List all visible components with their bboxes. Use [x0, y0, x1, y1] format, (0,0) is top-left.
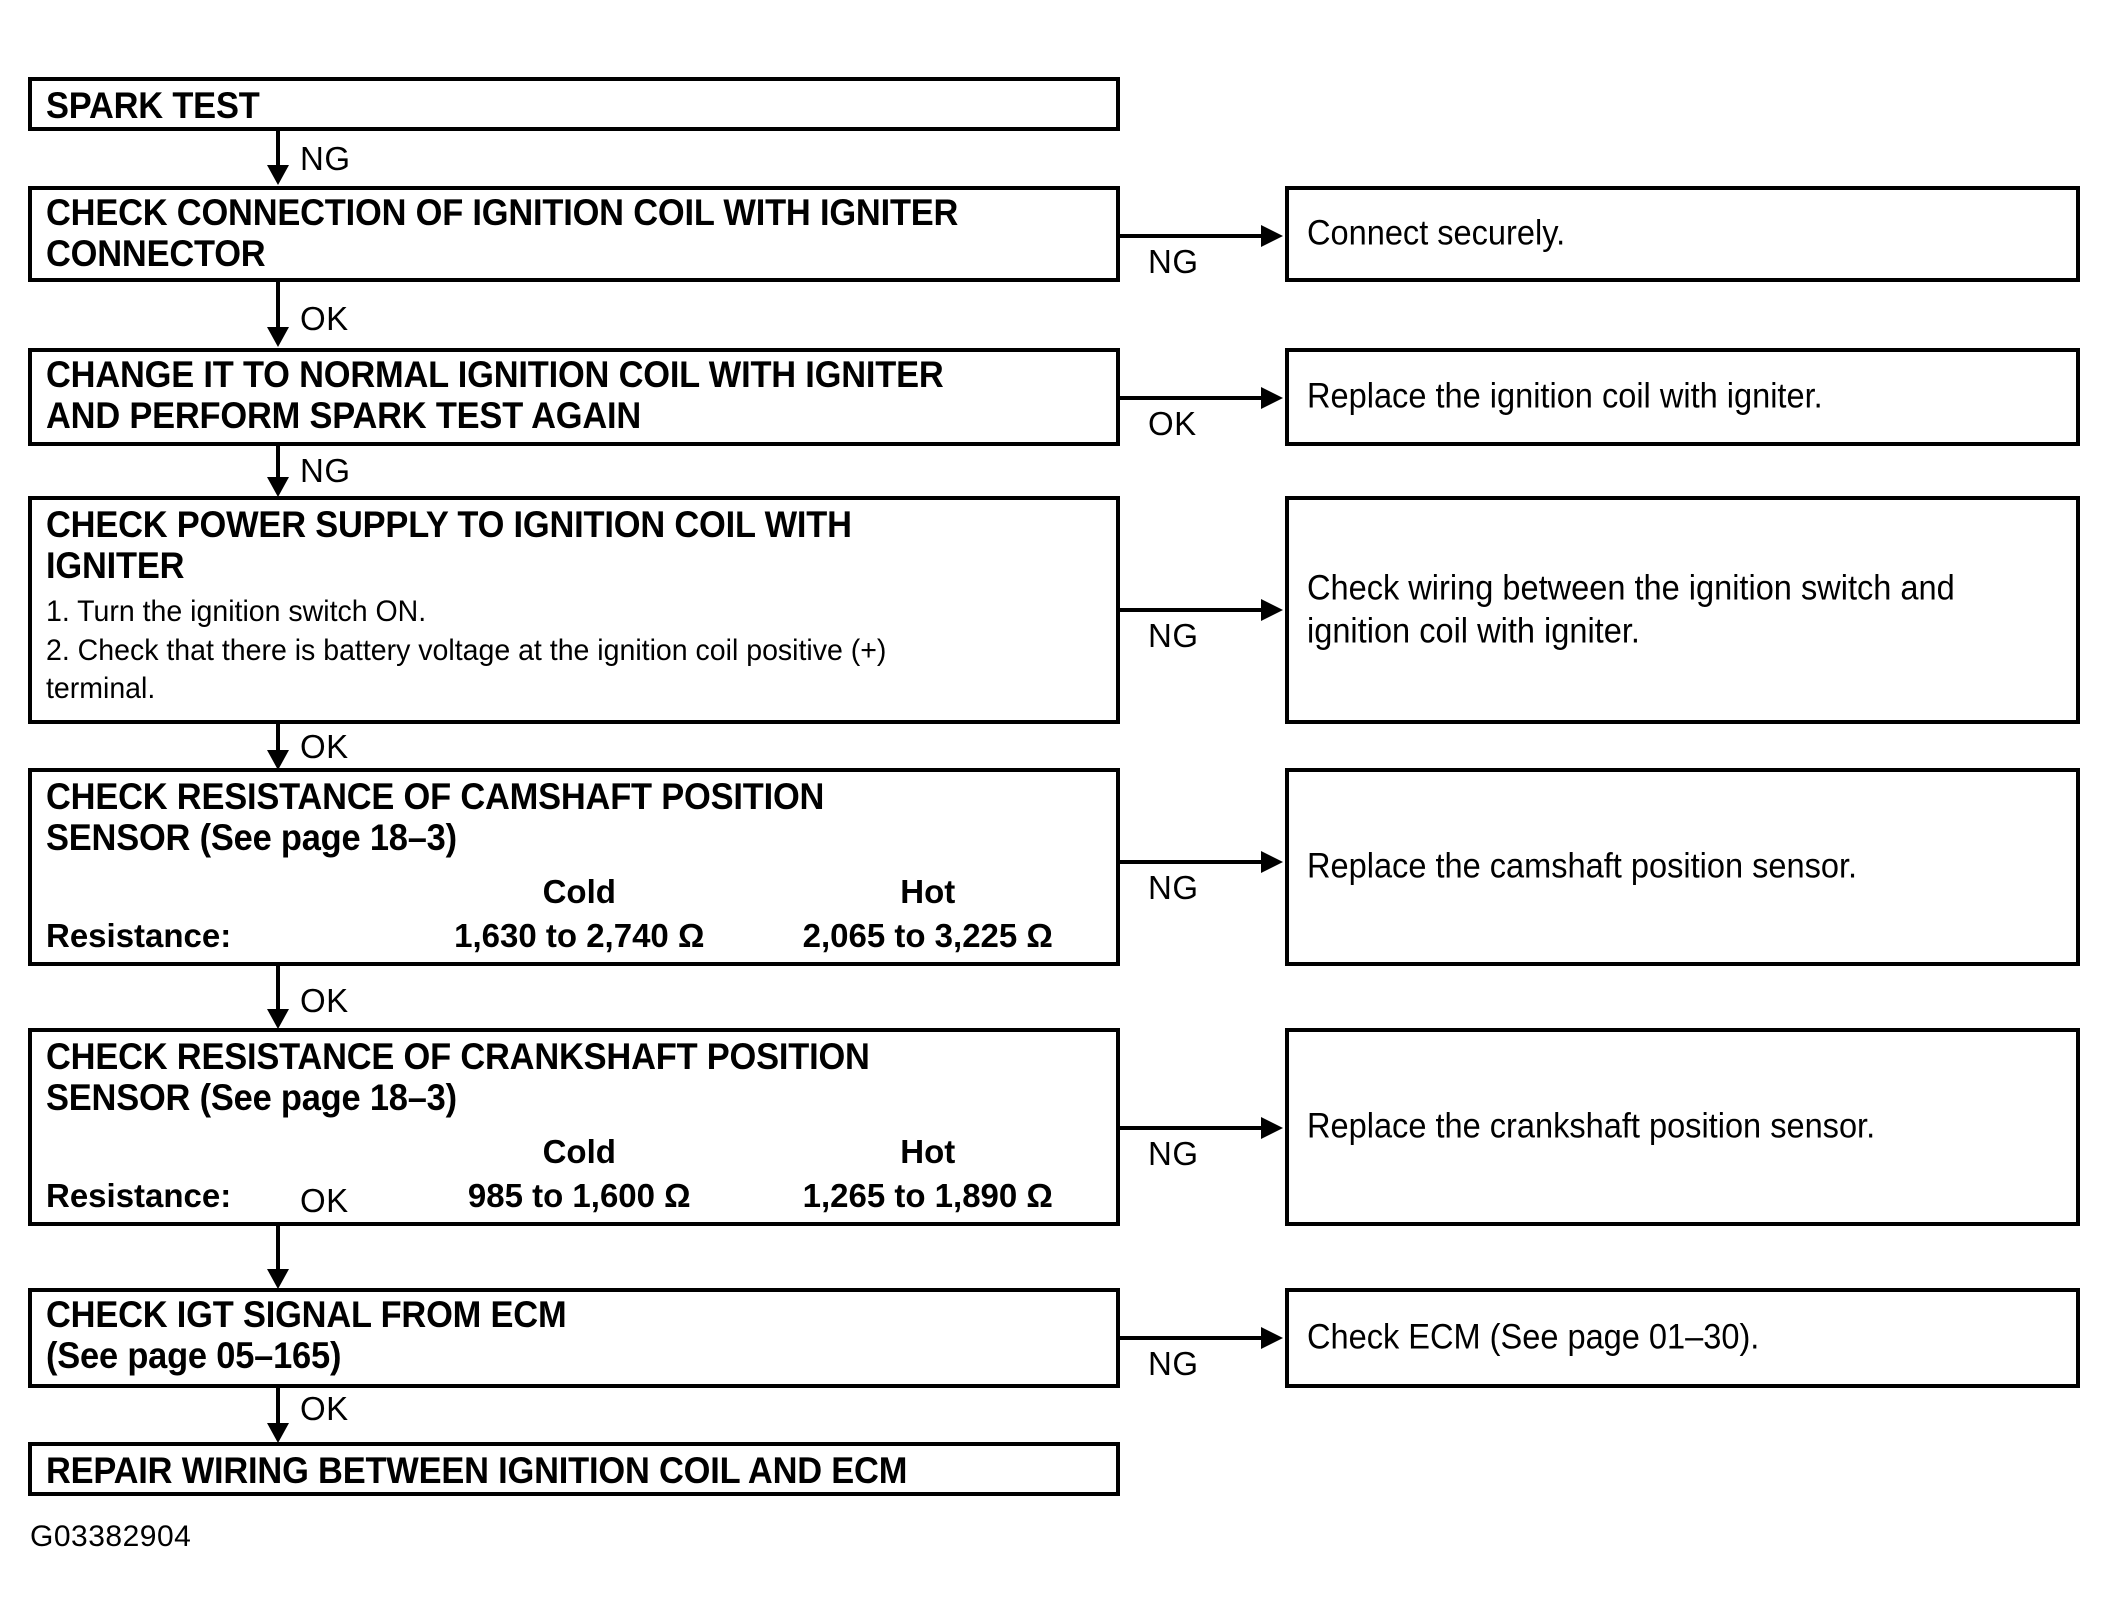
result-box-replace-camshaft-sensor: Replace the camshaft position sensor. [1285, 768, 2080, 966]
branch-arrow-e [1261, 1117, 1283, 1139]
step-title-check-power-supply: CHECK POWER SUPPLY TO IGNITION COIL WITH… [46, 504, 852, 587]
branch-arrow-a [1261, 225, 1283, 247]
branch-label-5: OK [300, 982, 349, 1019]
result-text-replace-crankshaft-sensor: Replace the crankshaft position sensor. [1307, 1106, 1876, 1146]
step-box-check-power-supply: CHECK POWER SUPPLY TO IGNITION COIL WITH… [28, 496, 1120, 724]
step-title-change-coil: CHANGE IT TO NORMAL IGNITION COIL WITH I… [46, 354, 944, 437]
connector-line-1 [276, 131, 280, 167]
table-row-values: Resistance: 1,630 to 2,740 Ω 2,065 to 3,… [46, 917, 1102, 961]
branch-label-d: NG [1148, 869, 1199, 906]
branch-line-b [1120, 396, 1263, 400]
branch-line-e [1120, 1126, 1263, 1130]
header-hot: Hot [900, 872, 956, 910]
result-text-replace-ignition-coil: Replace the ignition coil with igniter. [1307, 376, 1823, 416]
result-box-check-ecm: Check ECM (See page 01–30). [1285, 1288, 2080, 1388]
step-box-change-coil: CHANGE IT TO NORMAL IGNITION COIL WITH I… [28, 348, 1120, 446]
step-title-check-connection: CHECK CONNECTION OF IGNITION COIL WITH I… [46, 192, 959, 275]
figure-caption: G03382904 [30, 1520, 192, 1553]
step-title-check-crankshaft-sensor: CHECK RESISTANCE OF CRANKSHAFT POSITION … [46, 1036, 870, 1119]
connector-arrow-3 [267, 477, 289, 497]
connector-arrow-1 [267, 165, 289, 185]
result-text-check-wiring: Check wiring between the ignition switch… [1307, 568, 1955, 650]
connector-arrow-4 [267, 750, 289, 770]
connector-line-3 [276, 446, 280, 479]
connector-line-4 [276, 724, 280, 752]
value-hot: 1,265 to 1,890 Ω [802, 1176, 1053, 1214]
result-box-replace-crankshaft-sensor: Replace the crankshaft position sensor. [1285, 1028, 2080, 1226]
branch-label-a: NG [1148, 243, 1199, 280]
step-title-spark-test: SPARK TEST [46, 85, 260, 126]
result-text-check-ecm: Check ECM (See page 01–30). [1307, 1317, 1760, 1357]
connector-arrow-7 [267, 1423, 289, 1443]
branch-label-1: NG [300, 140, 351, 177]
connector-arrow-2 [267, 327, 289, 347]
result-box-connect-securely: Connect securely. [1285, 186, 2080, 282]
value-cold: 985 to 1,600 Ω [467, 1176, 691, 1214]
branch-label-6: OK [300, 1182, 349, 1219]
header-spacer [46, 1133, 405, 1177]
step-box-check-connection: CHECK CONNECTION OF IGNITION COIL WITH I… [28, 186, 1120, 282]
row-label-resistance: Resistance: [46, 916, 232, 954]
connector-line-6 [276, 1226, 280, 1271]
connector-line-5 [276, 966, 280, 1011]
connector-line-7 [276, 1388, 280, 1425]
result-text-connect-securely: Connect securely. [1307, 213, 1566, 253]
resistance-table-camshaft: Cold Hot Resistance: 1,630 to 2,740 Ω 2,… [46, 873, 1102, 961]
branch-arrow-d [1261, 851, 1283, 873]
value-cold: 1,630 to 2,740 Ω [454, 916, 705, 954]
result-box-check-wiring: Check wiring between the ignition switch… [1285, 496, 2080, 724]
table-row-headers: Cold Hot [46, 873, 1102, 917]
step-box-check-camshaft-sensor: CHECK RESISTANCE OF CAMSHAFT POSITION SE… [28, 768, 1120, 966]
substep-2: 2. Check that there is battery voltage a… [46, 634, 887, 705]
step-box-spark-test: SPARK TEST [28, 77, 1120, 131]
result-text-replace-camshaft-sensor: Replace the camshaft position sensor. [1307, 846, 1858, 886]
step-title-check-camshaft-sensor: CHECK RESISTANCE OF CAMSHAFT POSITION SE… [46, 776, 825, 859]
step-box-check-igt-signal: CHECK IGT SIGNAL FROM ECM (See page 05–1… [28, 1288, 1120, 1388]
branch-line-c [1120, 608, 1263, 612]
step-title-check-igt-signal: CHECK IGT SIGNAL FROM ECM (See page 05–1… [46, 1294, 567, 1377]
header-hot: Hot [900, 1132, 956, 1170]
connector-arrow-5 [267, 1009, 289, 1029]
resistance-table-crankshaft: Cold Hot Resistance: 985 to 1,600 Ω 1,26… [46, 1133, 1102, 1221]
branch-label-f: NG [1148, 1345, 1199, 1382]
header-cold: Cold [542, 1132, 616, 1170]
branch-label-b: OK [1148, 405, 1197, 442]
substep-1: 1. Turn the ignition switch ON. [46, 594, 427, 628]
branch-label-c: NG [1148, 617, 1199, 654]
branch-line-d [1120, 860, 1263, 864]
branch-line-a [1120, 234, 1263, 238]
branch-label-e: NG [1148, 1135, 1199, 1172]
branch-label-2: OK [300, 300, 349, 337]
row-label-resistance: Resistance: [46, 1176, 232, 1214]
step-title-repair-wiring: REPAIR WIRING BETWEEN IGNITION COIL AND … [46, 1450, 908, 1491]
branch-arrow-c [1261, 599, 1283, 621]
result-box-replace-ignition-coil: Replace the ignition coil with igniter. [1285, 348, 2080, 446]
header-cold: Cold [542, 872, 616, 910]
step-box-repair-wiring: REPAIR WIRING BETWEEN IGNITION COIL AND … [28, 1442, 1120, 1496]
branch-arrow-b [1261, 387, 1283, 409]
value-hot: 2,065 to 3,225 Ω [802, 916, 1053, 954]
table-row-headers: Cold Hot [46, 1133, 1102, 1177]
branch-label-4: OK [300, 728, 349, 765]
connector-arrow-6 [267, 1269, 289, 1289]
connector-line-2 [276, 282, 280, 329]
branch-line-f [1120, 1336, 1263, 1340]
step-substeps-check-power-supply: 1. Turn the ignition switch ON. 2. Check… [46, 593, 1049, 708]
branch-label-3: NG [300, 452, 351, 489]
branch-label-7: OK [300, 1390, 349, 1427]
branch-arrow-f [1261, 1327, 1283, 1349]
header-spacer [46, 873, 405, 917]
table-row-values: Resistance: 985 to 1,600 Ω 1,265 to 1,89… [46, 1177, 1102, 1221]
step-box-check-crankshaft-sensor: CHECK RESISTANCE OF CRANKSHAFT POSITION … [28, 1028, 1120, 1226]
